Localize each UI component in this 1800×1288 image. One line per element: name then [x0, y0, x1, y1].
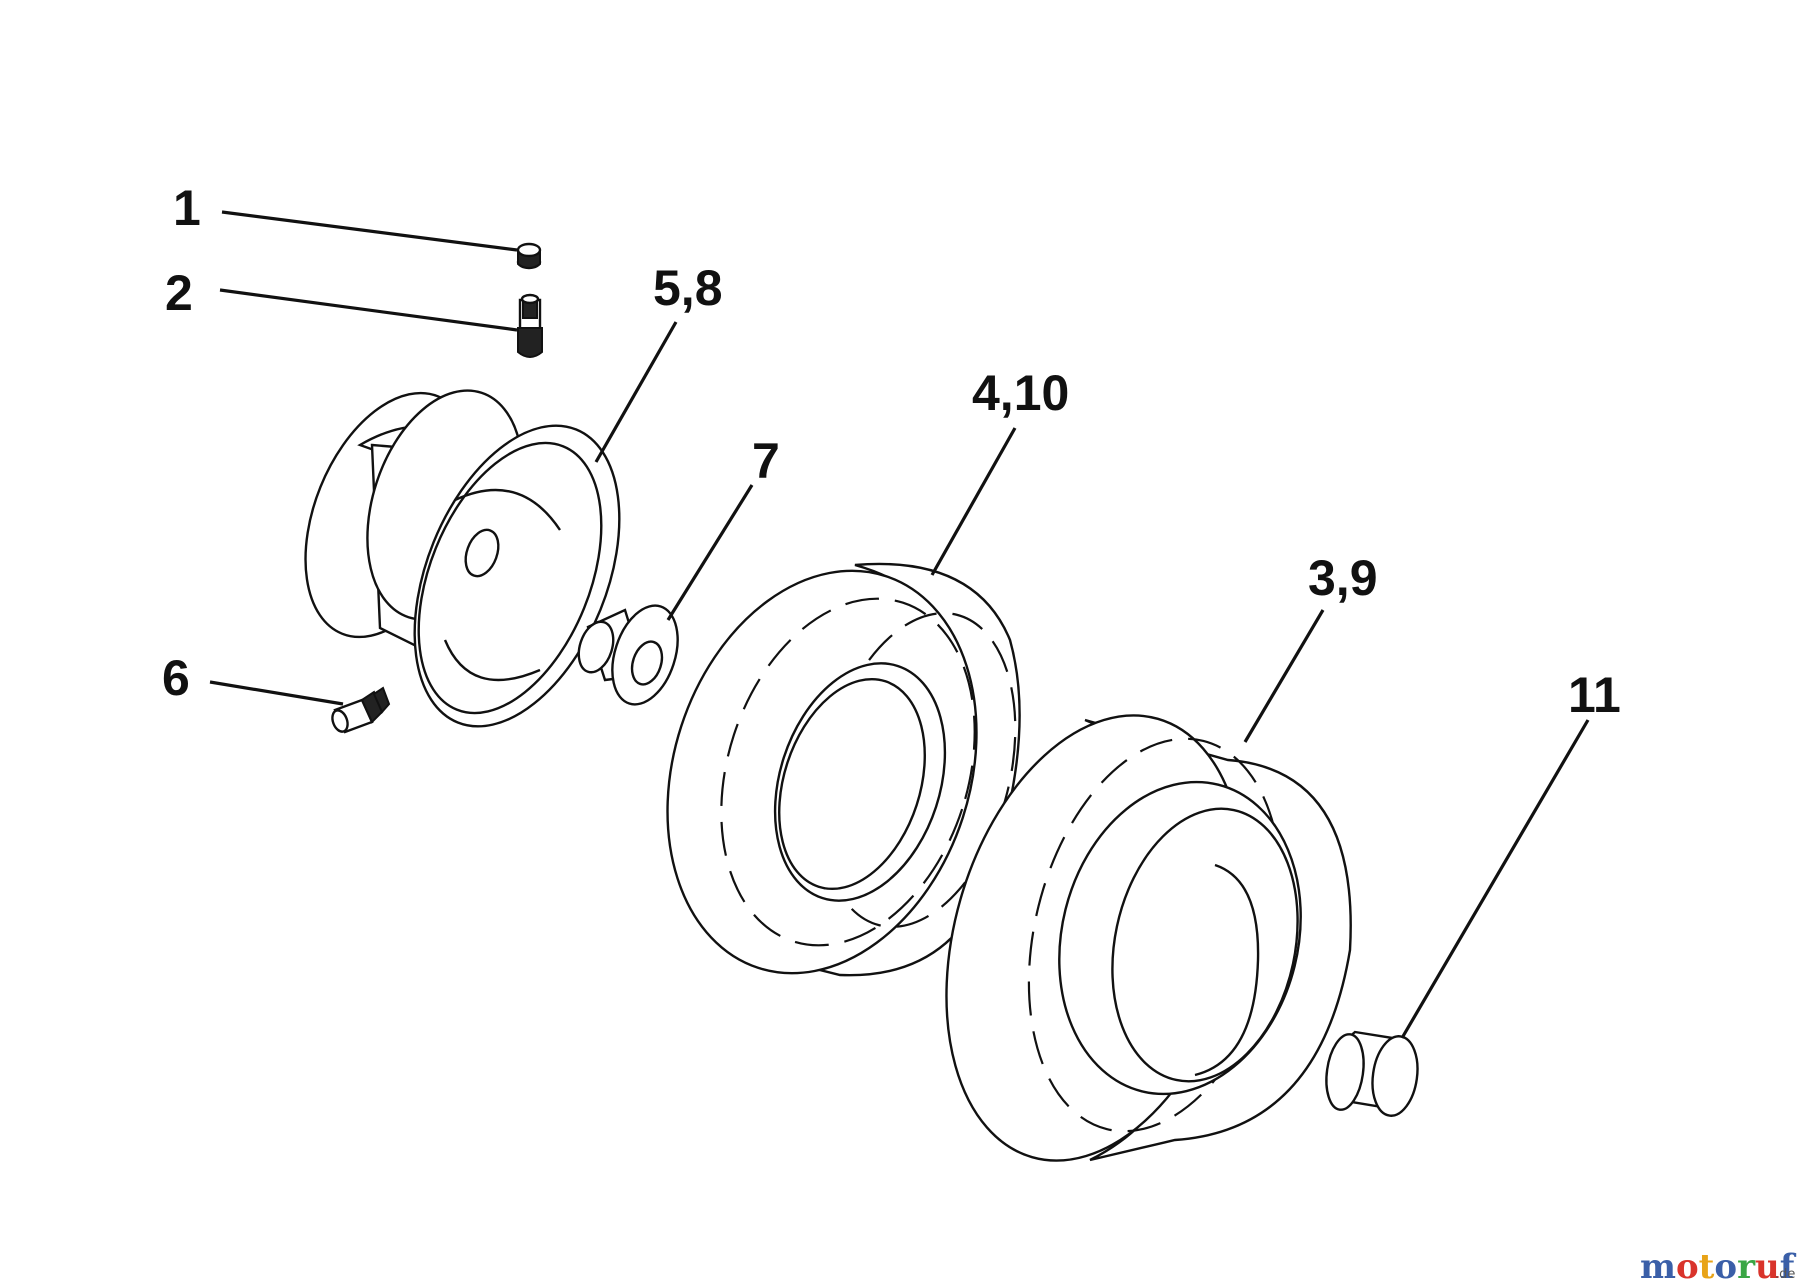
leader-line-1 — [221, 210, 518, 252]
leader-line-5-8 — [594, 321, 678, 463]
valve-cap-part — [516, 242, 542, 270]
callout-6: 6 — [162, 650, 190, 706]
callout-2: 2 — [165, 265, 193, 321]
svg-text:.de: .de — [1775, 1267, 1795, 1282]
wheel-rim-part — [304, 389, 621, 728]
inner-tube-part — [945, 714, 1352, 1162]
watermark-letter: u — [1755, 1247, 1780, 1287]
callout-7: 7 — [752, 433, 780, 489]
leader-line-7 — [666, 484, 754, 621]
callout-11: 11 — [1568, 667, 1621, 723]
valve-stem-part — [517, 293, 543, 358]
callout-3-9: 3,9 — [1308, 550, 1378, 606]
sleeve-part — [1325, 1030, 1419, 1117]
watermark-letter: f — [1780, 1247, 1797, 1287]
leader-line-11 — [1400, 719, 1590, 1039]
leader-line-2 — [219, 288, 518, 332]
watermark-letter: m — [1640, 1247, 1676, 1287]
tire-part — [666, 562, 1021, 977]
watermark-letter: o — [1714, 1247, 1737, 1287]
leader-line-6 — [209, 680, 344, 706]
leader-line-4-10 — [930, 427, 1017, 576]
callout-5-8: 5,8 — [653, 260, 723, 316]
callout-4-10: 4,10 — [972, 365, 1069, 421]
flanged-bushing-part — [577, 604, 679, 706]
callout-1: 1 — [173, 180, 201, 236]
watermark-logo: motoruf .de — [1640, 1247, 1797, 1287]
leader-line-3-9 — [1243, 609, 1325, 743]
grease-fitting-part — [331, 686, 391, 734]
watermark-letter: r — [1737, 1247, 1756, 1287]
svg-text:motoruf: motoruf — [1640, 1247, 1797, 1287]
watermark-letter: t — [1699, 1247, 1715, 1287]
watermark-letter: o — [1676, 1247, 1699, 1287]
